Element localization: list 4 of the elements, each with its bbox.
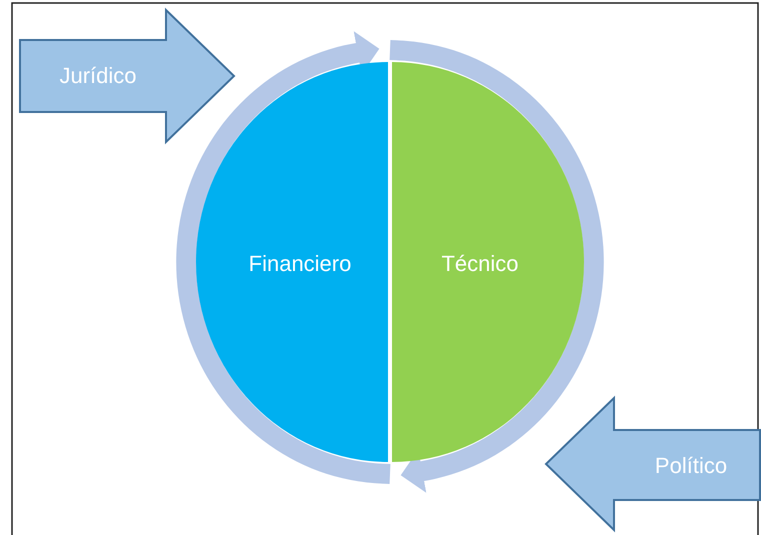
segment-label: Técnico: [441, 251, 519, 277]
arrow-label: Político: [654, 453, 728, 479]
arrow-label: Jurídico: [59, 63, 137, 89]
segment-label: Financiero: [248, 251, 352, 277]
